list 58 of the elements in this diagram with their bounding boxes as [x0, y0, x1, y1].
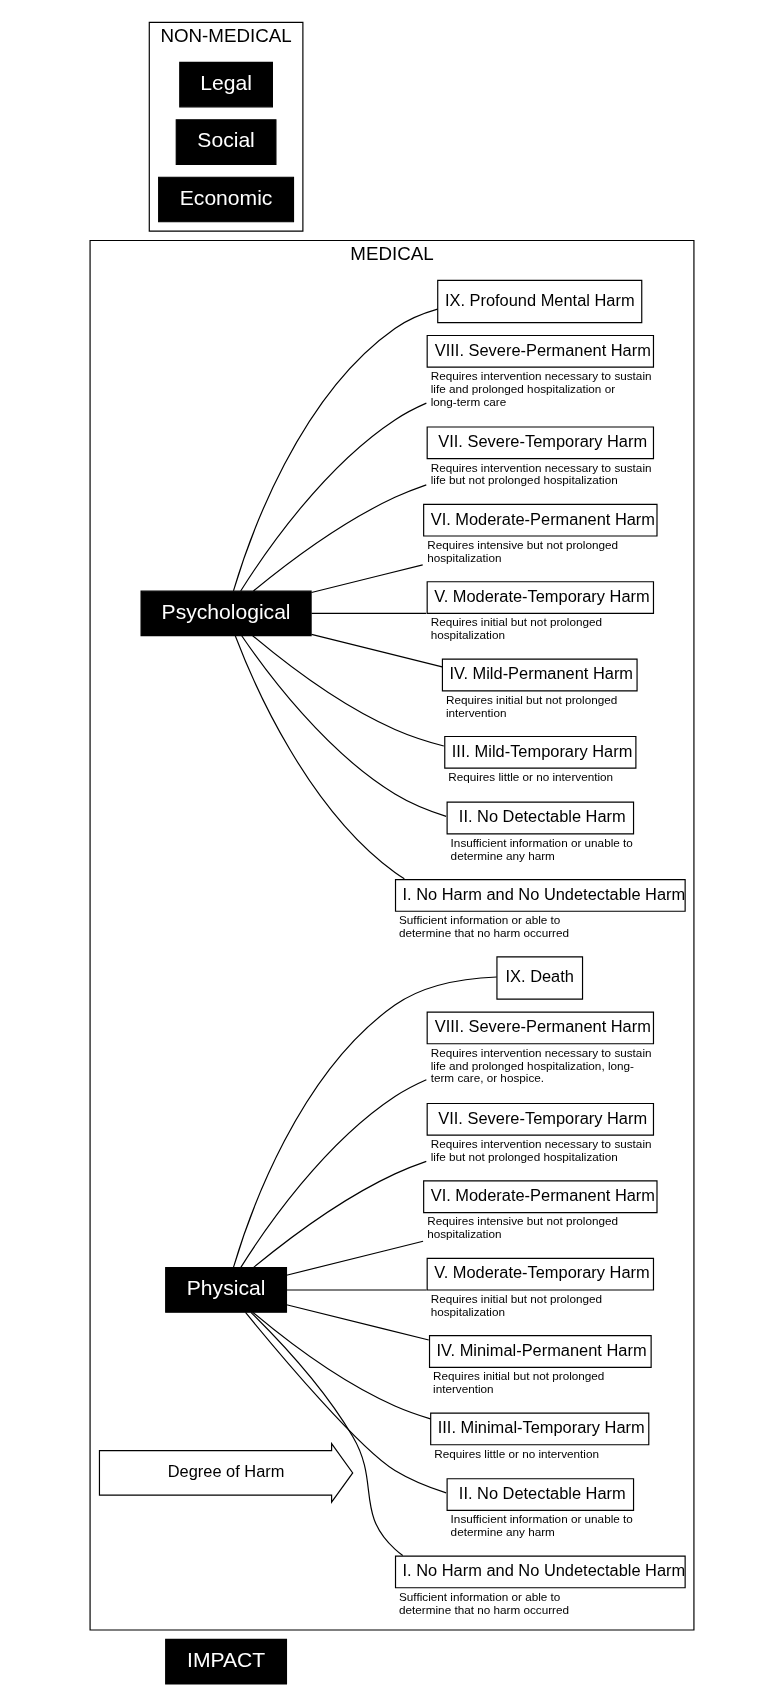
node-box: Legal [178, 61, 273, 108]
node-box: III. Minimal-Temporary Harm [429, 1412, 649, 1446]
node-box: VII. Severe-Temporary Harm [426, 426, 654, 460]
node-box: VII. Severe-Temporary Harm [426, 1102, 654, 1136]
connector [251, 1311, 431, 1420]
node-label: Sufficient information or able to determine that no harm occurred [398, 1589, 569, 1616]
connector [239, 402, 427, 592]
connector [234, 635, 405, 880]
node-box: Social [175, 119, 276, 165]
connector [310, 633, 443, 668]
connector [244, 1311, 447, 1494]
node-box: V. Moderate-Temporary Harm [426, 1257, 654, 1291]
node-box: III. Mild-Temporary Harm [443, 735, 636, 769]
connector [240, 635, 447, 817]
node-box: Physical [164, 1267, 287, 1313]
node-box: IV. Minimal-Permanent Harm [428, 1335, 652, 1368]
node-box: VIII. Severe-Permanent Harm [426, 1011, 654, 1045]
connector [285, 1289, 427, 1291]
connector [252, 484, 427, 592]
node-label: Requires initial but not prolonged hospitalization [430, 615, 602, 642]
node-box: I. No Harm and No Undetectable Harm [394, 1555, 686, 1589]
connector [249, 1311, 403, 1557]
node-label: Requires intervention necessary to sustain life and prolonged hospitalization or long-term care [430, 369, 652, 408]
node-box: IX. Profound Mental Harm [436, 279, 642, 324]
connector [232, 308, 438, 592]
node-label: Insufficient information or unable to determine any harm [450, 1512, 633, 1539]
node-box: II. No Detectable Harm [446, 801, 634, 835]
node-box: VI. Moderate-Permanent Harm [422, 1180, 658, 1214]
node-label: Requires intensive but not prolonged hospitalization [426, 537, 618, 564]
connector [251, 635, 444, 747]
connector [310, 612, 427, 614]
connector [285, 1240, 424, 1276]
node-label: Insufficient information or unable to determine any harm [450, 835, 633, 862]
node-box: Economic [157, 176, 294, 223]
node-label: Requires initial but not prolonged intervention [432, 1369, 604, 1396]
connector [232, 976, 497, 1268]
node-label: Sufficient information or able to determine that no harm occurred [398, 913, 569, 940]
node-box: V. Moderate-Temporary Harm [426, 581, 654, 614]
node-label: Requires intervention necessary to sustain life but not prolonged hospitalization [430, 1137, 652, 1163]
connector [285, 1304, 429, 1341]
node-box: IV. Mild-Permanent Harm [441, 658, 638, 692]
node-box: IX. Death [495, 956, 583, 1000]
node-label: Requires little or no intervention [447, 770, 613, 784]
connector [239, 1079, 427, 1269]
node-box: VIII. Severe-Permanent Harm [426, 334, 654, 368]
node-box: I. No Harm and No Undetectable Harm [394, 879, 686, 912]
node-box: VI. Moderate-Permanent Harm [422, 503, 658, 537]
node-label: Requires initial but not prolonged hospitalization [430, 1291, 602, 1318]
node-box: IMPACT [164, 1638, 287, 1685]
node-box: Psychological [140, 590, 312, 637]
node-box: II. No Detectable Harm [446, 1478, 634, 1511]
connector [252, 1160, 427, 1269]
node-label: Requires intervention necessary to sustain life but not prolonged hospitalization [430, 460, 652, 487]
node-label: Requires little or no intervention [433, 1446, 599, 1460]
node-label: Requires intensive but not prolonged hospitalization [426, 1214, 618, 1241]
node-label: Requires intervention necessary to sustain life and prolonged hospitalization, long-term care, or hospice. [430, 1045, 652, 1085]
node-label: Requires initial but not prolonged intervention [445, 692, 617, 719]
connector [310, 564, 423, 594]
